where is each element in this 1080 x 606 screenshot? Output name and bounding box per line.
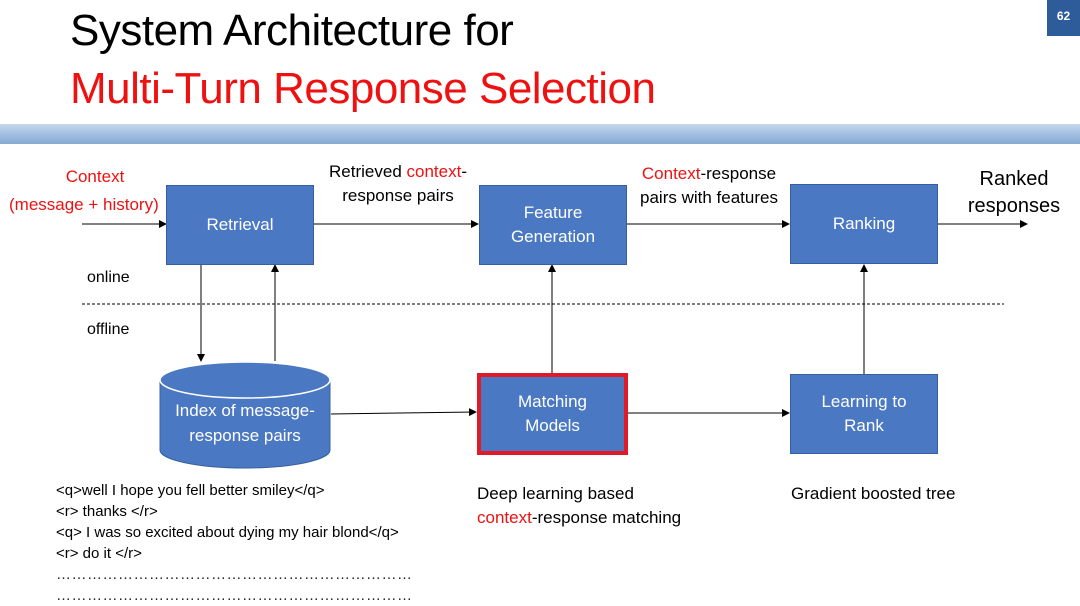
ltr-box-line-2: Rank [844,416,884,435]
retrieved-pre: Retrieved [329,162,407,181]
retrieved-red: context [406,162,462,181]
matching-desc-post: -response matching [531,508,682,527]
retrieved-post: - [461,162,467,181]
offline-label: offline [87,321,130,338]
index-cylinder-shape [159,361,331,469]
context-label: Context [65,167,125,186]
slide-number: 62 [1047,0,1080,36]
ltr-box-line-1: Learning to [821,392,907,411]
matching-description-1: Deep learning based [477,484,634,503]
retrieval-box: Retrieval [166,185,314,265]
matching-description-2: context-response matching [477,506,681,530]
sample-pairs: <q>well I hope you fell better smiley</q… [56,480,413,606]
learning-to-rank-box: Learning to Rank [790,374,938,454]
index-cylinder-label: Index of message- response pairs [160,398,330,448]
sample-line: <q> I was so excited about dying my hair… [56,524,399,541]
ltr-description: Gradient boosted tree [791,484,956,503]
ranked-label-1: Ranked [979,168,1049,190]
matching-models-box: Matching Models [477,373,628,455]
matching-desc-red: context [477,508,532,527]
cr-post: -response [700,164,777,183]
title-divider-band [0,124,1080,144]
retrieved-pairs-label: Retrieved context- [318,161,478,183]
sample-ellipsis: …………………………………………………………… [56,587,413,604]
feature-box-line-1: Feature [523,203,583,222]
retrieved-pairs-label-2: response pairs [342,186,454,205]
sample-line: <r> thanks </r> [56,503,158,520]
index-line-2: response pairs [189,426,301,445]
cr-red: Context [641,164,701,183]
index-line-1: Index of message- [175,401,315,420]
title-line-2: Multi-Turn Response Selection [70,64,656,113]
cr-features-label: Context-response [628,163,790,185]
title-line-1: System Architecture for [70,6,514,55]
online-label: online [87,269,130,286]
matching-box-line-2: Models [525,416,580,435]
context-sub-label: (message + history) [9,195,159,214]
sample-line: <q>well I hope you fell better smiley</q… [56,482,325,499]
sample-line: <r> do it </r> [56,545,142,562]
retrieval-box-label: Retrieval [206,215,274,234]
feature-box-line-2: Generation [510,227,596,246]
matching-box-line-1: Matching [518,392,587,411]
ranked-label-2: responses [967,195,1061,217]
ranking-box: Ranking [790,184,938,264]
arrow-index-to-matching [330,408,477,417]
feature-generation-box: Feature Generation [479,185,627,265]
ranking-box-label: Ranking [832,214,896,233]
cr-features-label-2: pairs with features [640,188,778,207]
sample-ellipsis: …………………………………………………………… [56,566,413,583]
